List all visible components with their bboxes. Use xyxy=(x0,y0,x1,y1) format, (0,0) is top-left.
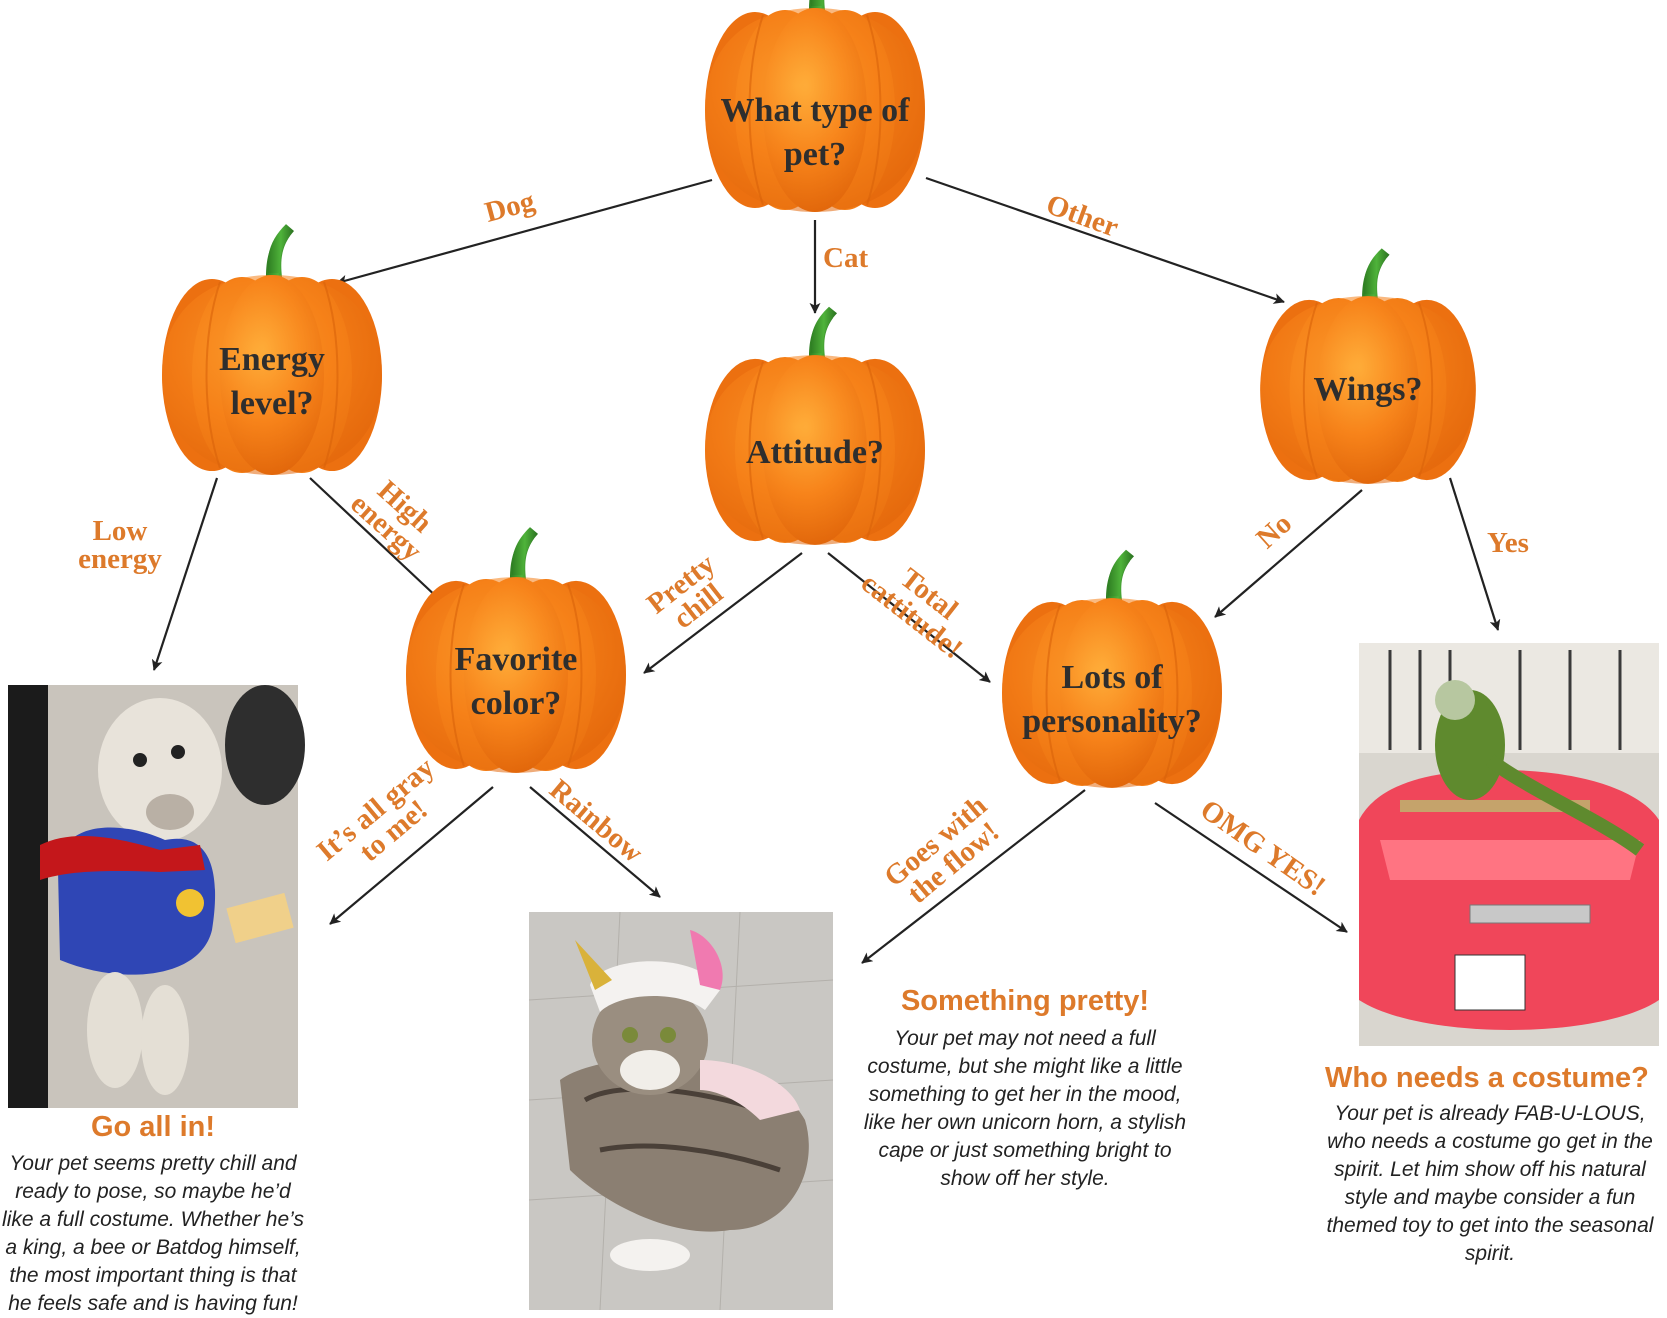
node-personality-label: Lots of personality? xyxy=(1022,658,1202,740)
arrow-omg-yes xyxy=(1154,802,1348,933)
node-wings-label: Wings? xyxy=(1313,370,1423,408)
result-something-pretty-title: Something pretty! xyxy=(900,985,1150,1017)
arrow-rainbow xyxy=(529,786,661,898)
arrow-yes xyxy=(1448,477,1501,631)
node-attitude-label: Attitude? xyxy=(746,433,884,471)
edge-label-yes: Yes xyxy=(1487,527,1529,559)
arrow-high-energy xyxy=(309,477,441,601)
result-go-all-in-title: Go all in! xyxy=(90,1111,216,1143)
arrow-pretty-chill xyxy=(643,552,803,674)
result-something-pretty-text: Your pet may not need a full costume, bu… xyxy=(863,1027,1187,1190)
result-who-needs-text: Your pet is already FAB-U-LOUS, who need… xyxy=(1326,1102,1654,1265)
node-energy-label: Energy level? xyxy=(219,340,325,422)
node-personality: Lots of personality? xyxy=(1002,655,1222,745)
arrow-gray xyxy=(329,786,494,925)
node-color: Favorite color? xyxy=(421,637,611,727)
arrow-total-cattitude xyxy=(827,552,991,683)
arrow-dog xyxy=(336,178,713,286)
arrow-other xyxy=(925,176,1285,304)
node-pet-type-label: What type of pet? xyxy=(720,91,910,173)
pumpkin-attitude-icon xyxy=(704,305,926,546)
dog-king-photo xyxy=(8,685,305,1108)
edge-label-cat: Cat xyxy=(823,242,869,274)
arrow-goes-with-flow xyxy=(861,789,1086,964)
arrow-no xyxy=(1214,489,1363,618)
node-pet-type: What type of pet? xyxy=(715,83,915,183)
node-attitude: Attitude? xyxy=(715,428,915,478)
node-color-label: Favorite color? xyxy=(454,640,578,722)
node-energy: Energy level? xyxy=(177,337,367,427)
connector-arrows xyxy=(151,176,1501,964)
cat-unicorn-photo xyxy=(528,911,834,1311)
result-go-all-in-text: Your pet seems pretty chill and ready to… xyxy=(2,1152,304,1315)
node-wings: Wings? xyxy=(1278,365,1458,415)
result-who-needs-title: Who needs a costume? xyxy=(1325,1062,1649,1094)
arrow-low-energy xyxy=(151,477,219,671)
parrot-car-photo xyxy=(1359,643,1659,1046)
edge-label-low-energy: Low energy xyxy=(78,515,162,575)
